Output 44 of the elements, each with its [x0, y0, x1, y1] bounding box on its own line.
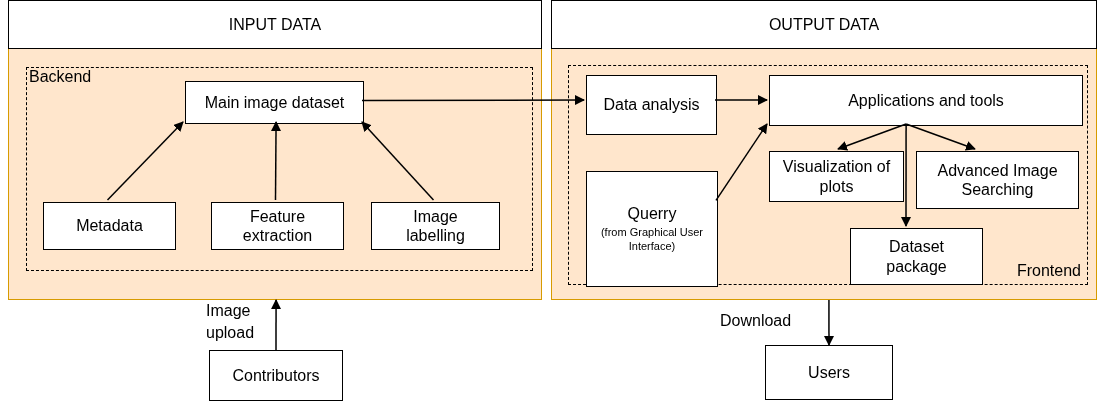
box-label: Contributors [232, 365, 320, 386]
arrow [271, 299, 282, 351]
box-label: Advanced Image Searching [936, 160, 1059, 200]
process-box [209, 350, 343, 401]
box-label: Feature extraction [241, 206, 314, 246]
panel-header: OUTPUT DATA [551, 0, 1097, 49]
arrow [905, 123, 976, 151]
box-note: (from Graphical User Interface) [599, 226, 705, 254]
process-box [185, 81, 364, 124]
dashed-group-box [26, 67, 533, 271]
arrow [714, 95, 768, 105]
arrow [106, 121, 184, 201]
group-label: Backend [29, 68, 92, 86]
box-label: Applications and tools [848, 90, 1004, 111]
process-box [769, 151, 904, 202]
box-label: Metadata [76, 216, 143, 236]
process-box [371, 202, 500, 250]
box-label: Dataset package [885, 237, 948, 276]
process-box [586, 171, 718, 287]
box-label: Visualization of plots [781, 157, 892, 196]
arrow [361, 121, 435, 201]
process-box [850, 228, 983, 285]
box-label: Querry [627, 204, 677, 224]
arrow [715, 123, 768, 202]
group-label: Frontend [1016, 262, 1081, 280]
box-label: Main image dataset [204, 92, 345, 113]
data-panel [8, 0, 542, 300]
arrow [837, 123, 907, 151]
box-label: Users [808, 362, 850, 383]
dashed-group-box [568, 65, 1088, 285]
arrow [824, 299, 834, 346]
arrow [361, 95, 585, 105]
process-box [43, 202, 176, 250]
arrow [271, 121, 281, 201]
box-label: Image labelling [405, 206, 466, 246]
process-box [586, 75, 717, 135]
panel-header: INPUT DATA [8, 0, 542, 49]
process-box [916, 151, 1079, 209]
data-panel [551, 0, 1097, 300]
arrow [901, 123, 911, 227]
process-box [769, 75, 1083, 126]
process-box [765, 345, 893, 400]
box-label: Data analysis [603, 95, 700, 115]
process-box [211, 202, 344, 250]
